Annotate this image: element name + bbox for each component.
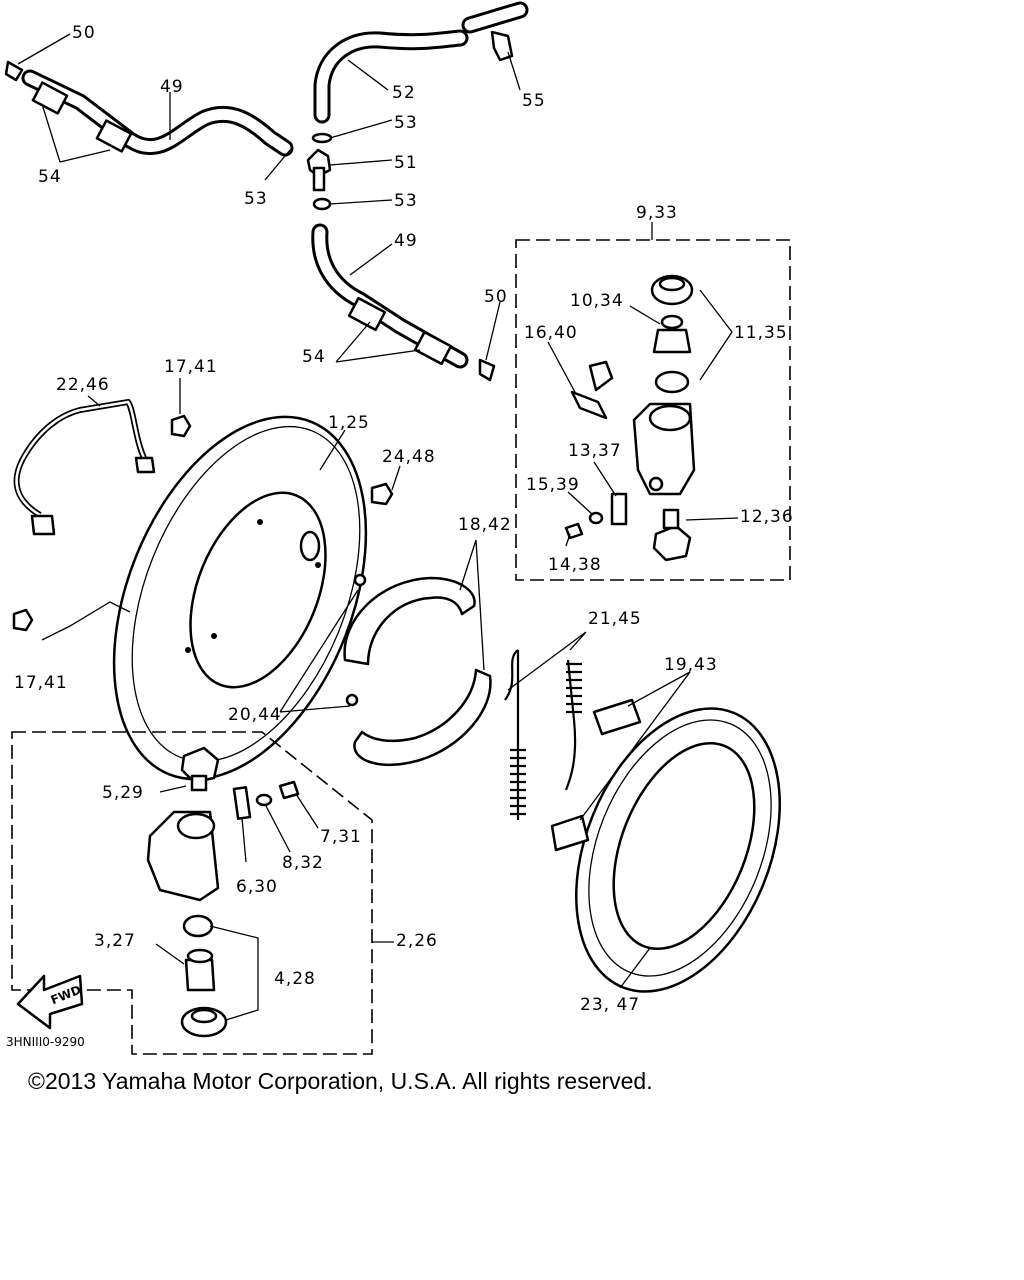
callout-53-a: 53 bbox=[394, 113, 418, 133]
bleed-screw-right bbox=[570, 360, 614, 420]
brake-hose-left bbox=[21, 69, 294, 157]
callout-52: 52 bbox=[392, 83, 416, 103]
callout-54-mid: 54 bbox=[302, 347, 326, 367]
callout-15-39: 15,39 bbox=[526, 475, 580, 495]
callout-22-46: 22,46 bbox=[56, 375, 110, 395]
joint-union bbox=[306, 132, 333, 211]
plate-bolt-top bbox=[170, 414, 192, 438]
cylinder-piston-right bbox=[652, 314, 692, 354]
brake-hose-upper bbox=[313, 1, 529, 124]
callout-17-41-bottom: 17,41 bbox=[14, 673, 68, 693]
callout-8-32: 8,32 bbox=[282, 853, 324, 873]
adjuster-right bbox=[564, 492, 692, 562]
callout-55: 55 bbox=[522, 91, 546, 111]
callout-21-45: 21,45 bbox=[588, 609, 642, 629]
callout-11-35: 11,35 bbox=[734, 323, 788, 343]
hose-clip-mid bbox=[478, 358, 496, 382]
callout-49-top: 49 bbox=[160, 77, 184, 97]
callout-24-48: 24,48 bbox=[382, 447, 436, 467]
callout-14-38: 14,38 bbox=[548, 555, 602, 575]
callout-12-36: 12,36 bbox=[740, 507, 794, 527]
callout-49-mid: 49 bbox=[394, 231, 418, 251]
shoe-spring-left bbox=[504, 649, 526, 820]
cylinder-piston-left bbox=[184, 948, 216, 992]
callout-2-26: 2,26 bbox=[396, 931, 438, 951]
hose-clamp-mid bbox=[347, 296, 453, 366]
cylinder-cup-left bbox=[180, 914, 228, 1038]
wheel-cylinder-left bbox=[146, 810, 220, 902]
brake-cable bbox=[13, 398, 156, 536]
callout-1-25: 1,25 bbox=[328, 413, 370, 433]
callout-19-43: 19,43 bbox=[664, 655, 718, 675]
shoe-clip-lower bbox=[550, 814, 590, 852]
callout-54-top: 54 bbox=[38, 167, 62, 187]
callout-4-28: 4,28 bbox=[274, 969, 316, 989]
hose-clip-top-left bbox=[4, 60, 24, 82]
callout-7-31: 7,31 bbox=[320, 827, 362, 847]
callout-23-47: 23, 47 bbox=[580, 995, 640, 1015]
plate-bolt-right bbox=[370, 482, 394, 506]
callout-51: 51 bbox=[394, 153, 418, 173]
brake-shoe-plate bbox=[112, 415, 368, 781]
shoe-spring-right bbox=[564, 659, 582, 791]
callout-17-41-top: 17,41 bbox=[164, 357, 218, 377]
callout-10-34: 10,34 bbox=[570, 291, 624, 311]
callout-50-top: 50 bbox=[72, 23, 96, 43]
wheel-cylinder-right-box bbox=[515, 239, 791, 581]
callout-53-c: 53 bbox=[394, 191, 418, 211]
shoe-pin bbox=[345, 573, 367, 707]
leader-lines bbox=[17, 33, 739, 1021]
brake-shoe-upper bbox=[343, 576, 476, 666]
callout-18-42: 18,42 bbox=[458, 515, 512, 535]
hose-holder-top-right bbox=[490, 30, 514, 62]
callout-53-b: 53 bbox=[244, 189, 268, 209]
callout-13-37: 13,37 bbox=[568, 441, 622, 461]
shoe-clip-upper bbox=[592, 698, 642, 736]
callout-9-33: 9,33 bbox=[636, 203, 678, 223]
callout-5-29: 5,29 bbox=[102, 783, 144, 803]
cylinder-cup-right bbox=[650, 274, 694, 394]
callout-labels: 50 49 54 52 55 53 53 51 53 49 9,33 50 10… bbox=[14, 23, 794, 1015]
plate-bolt-bottom bbox=[12, 608, 34, 632]
drawing-code: 3HNIII0-9290 bbox=[6, 1035, 85, 1049]
copyright-notice: ©2013 Yamaha Motor Corporation, U.S.A. A… bbox=[28, 1068, 653, 1094]
callout-3-27: 3,27 bbox=[94, 931, 136, 951]
brake-parts-diagram: FWD bbox=[4, 1, 794, 1055]
adjuster-left bbox=[180, 746, 300, 820]
brake-drum bbox=[575, 707, 781, 993]
brake-shoe-lower bbox=[353, 668, 492, 767]
fwd-arrow-icon: FWD bbox=[16, 974, 84, 1030]
callout-6-30: 6,30 bbox=[236, 877, 278, 897]
hose-clamp-top-left bbox=[31, 81, 133, 153]
callout-20-44: 20,44 bbox=[228, 705, 282, 725]
callout-16-40: 16,40 bbox=[524, 323, 578, 343]
callout-50-mid: 50 bbox=[484, 287, 508, 307]
wheel-cylinder-right bbox=[632, 402, 696, 496]
